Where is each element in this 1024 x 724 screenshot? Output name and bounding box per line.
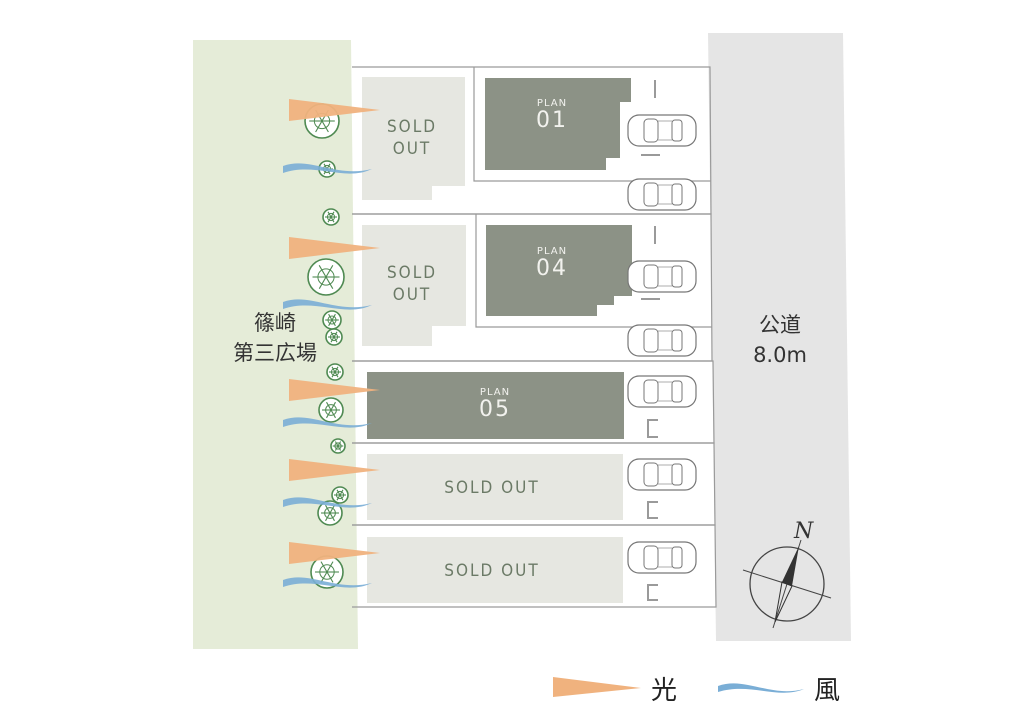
tree-icon [331, 486, 349, 504]
wind-arrow-icon [283, 497, 372, 508]
car-icon [627, 178, 697, 211]
compass-north-label: N [794, 519, 814, 544]
car-icon [627, 541, 697, 574]
sold-out-label-4: SOLD OUT [444, 561, 540, 581]
wind-arrow-icon [283, 417, 372, 428]
car-icon [627, 114, 697, 147]
trees [304, 103, 349, 589]
tree-icon [317, 500, 343, 526]
wind-arrow-icon [283, 299, 372, 310]
sold-out-label-3: SOLD OUT [444, 478, 540, 498]
plan-05-house [367, 372, 624, 439]
car-icon [627, 324, 697, 357]
cars [627, 114, 697, 574]
light-arrow-icon [289, 542, 380, 564]
sold-lot-4 [367, 537, 623, 603]
wind-arrows [283, 163, 372, 588]
tree-icon [326, 363, 344, 381]
plan-01-house [485, 78, 631, 170]
plan-04-house [486, 225, 632, 316]
car-icon [627, 458, 697, 491]
tree-icon [307, 258, 345, 296]
light-arrows [289, 99, 380, 564]
tree-icon [318, 397, 344, 423]
sold-lot-2 [362, 225, 466, 346]
light-arrow-icon [289, 379, 380, 401]
car-icon [627, 260, 697, 293]
tree-icon [325, 328, 343, 346]
light-arrow-icon [289, 237, 380, 259]
wind-arrow-icon [283, 577, 372, 588]
compass-needle-icon [782, 546, 799, 586]
park-label: 篠崎 第三広場 [233, 311, 317, 365]
legend-wind-label: 風 [814, 676, 841, 706]
compass [742, 539, 832, 629]
light-arrow-icon [289, 459, 380, 481]
light-arrow-icon [289, 99, 380, 121]
wind-arrow-icon [283, 163, 372, 174]
tree-icon [322, 208, 340, 226]
parking-markers [641, 80, 660, 601]
car-icon [627, 375, 697, 408]
sold-lot-1 [362, 77, 465, 200]
tree-icon [330, 438, 346, 454]
park-area [193, 40, 358, 649]
road-label: 公道 8.0m [753, 313, 807, 367]
legend-light-label: 光 [651, 676, 678, 706]
legend-light-icon [553, 677, 641, 697]
legend-wind-icon [718, 683, 804, 693]
sold-lot-3 [367, 454, 623, 520]
public-road [708, 33, 851, 641]
